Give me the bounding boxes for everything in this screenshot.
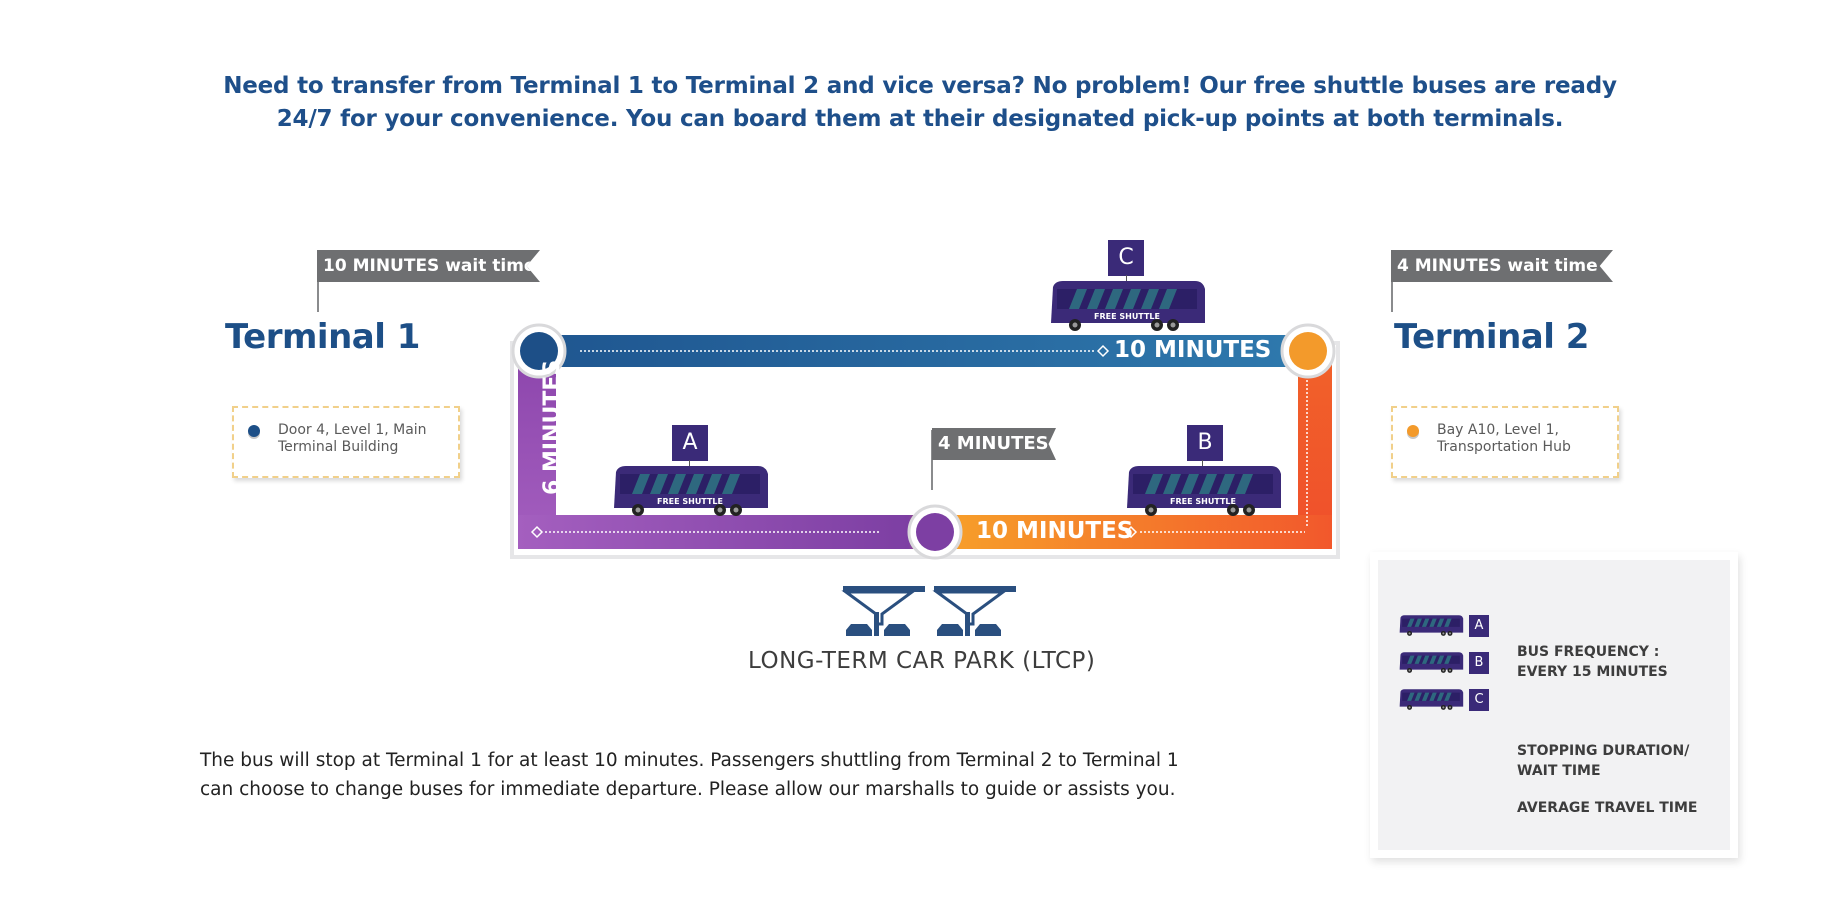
legend-frequency-line-1: BUS FREQUENCY : — [1517, 644, 1660, 660]
legend-stopping-line-2: WAIT TIME — [1517, 763, 1601, 779]
ltcp-wait-flag: 4 MINUTES — [932, 428, 1056, 460]
bus-a-badge: A — [672, 425, 708, 461]
route-top-time: 10 MINUTES — [1114, 337, 1272, 363]
legend-badge-c: C — [1469, 689, 1489, 711]
route-bottom-time: 10 MINUTES — [976, 518, 1134, 544]
bus-icon: FREE SHUTTLE — [614, 466, 768, 516]
svg-text:FREE SHUTTLE: FREE SHUTTLE — [1170, 497, 1236, 506]
shuttle-note: The bus will stop at Terminal 1 for at l… — [200, 746, 1179, 804]
location-dot-icon — [248, 425, 260, 437]
intro-line-1: Need to transfer from Terminal 1 to Term… — [223, 73, 1617, 99]
legend-bus-icon — [1398, 688, 1464, 716]
bus-icon: FREE SHUTTLE — [1127, 466, 1281, 516]
location-dot-icon — [1407, 425, 1419, 437]
legend-travel-time: AVERAGE TRAVEL TIME — [1517, 800, 1698, 816]
legend-frequency: BUS FREQUENCY : EVERY 15 MINUTES — [1517, 642, 1668, 682]
note-line-2: can choose to change buses for immediate… — [200, 779, 1176, 800]
bus-badge-connector — [1126, 275, 1128, 281]
terminal1-stop-icon — [520, 332, 558, 370]
bus-icon: FREE SHUTTLE — [1051, 281, 1205, 331]
bus-icon — [1399, 652, 1464, 673]
bus-badge-connector — [689, 460, 691, 466]
legend-stopping-line-1: STOPPING DURATION/ — [1517, 743, 1690, 759]
terminal2-title: Terminal 2 — [1394, 317, 1589, 357]
legend-bus-icon — [1398, 614, 1464, 642]
terminal2-wait-flag: 4 MINUTES wait time — [1391, 250, 1613, 282]
terminal2-location-line-1: Bay A10, Level 1, — [1437, 422, 1559, 438]
bus-icon — [1399, 615, 1464, 636]
car-park-icon — [841, 586, 1016, 636]
legend-frequency-line-2: EVERY 15 MINUTES — [1517, 664, 1668, 680]
bus-a: FREE SHUTTLE — [609, 460, 771, 524]
terminal1-location-line-1: Door 4, Level 1, Main — [278, 422, 427, 438]
terminal1-title: Terminal 1 — [225, 317, 420, 357]
bus-b-badge: B — [1187, 425, 1223, 461]
bus-c: FREE SHUTTLE — [1046, 275, 1208, 339]
bus-badge-connector — [1202, 460, 1204, 466]
svg-text:FREE SHUTTLE: FREE SHUTTLE — [1094, 312, 1160, 321]
diamond-marker-icon — [1124, 525, 1138, 539]
intro-text: Need to transfer from Terminal 1 to Term… — [0, 70, 1840, 136]
terminal2-location-box: Bay A10, Level 1, Transportation Hub — [1391, 406, 1619, 478]
intro-line-2: 24/7 for your convenience. You can board… — [276, 106, 1564, 132]
car-park-label: LONG-TERM CAR PARK (LTCP) — [748, 648, 1096, 674]
diamond-marker-icon — [1096, 344, 1110, 358]
note-line-1: The bus will stop at Terminal 1 for at l… — [200, 750, 1179, 771]
legend-stopping: STOPPING DURATION/ WAIT TIME — [1517, 741, 1689, 781]
ltcp-stop-icon — [916, 513, 954, 551]
bus-b: FREE SHUTTLE — [1122, 460, 1284, 524]
route-left-time: 6 MINUTES — [540, 359, 565, 495]
terminal2-location-line-2: Transportation Hub — [1437, 439, 1571, 455]
bus-c-badge: C — [1108, 240, 1144, 276]
legend-badge-b: B — [1469, 652, 1489, 674]
svg-text:FREE SHUTTLE: FREE SHUTTLE — [657, 497, 723, 506]
legend-bus-icon — [1398, 651, 1464, 679]
terminal1-location-line-2: Terminal Building — [278, 439, 399, 455]
terminal1-location-box: Door 4, Level 1, Main Terminal Building — [232, 406, 460, 478]
legend-badge-a: A — [1469, 615, 1489, 637]
terminal2-stop-icon — [1289, 332, 1327, 370]
diamond-marker-icon — [530, 525, 544, 539]
bus-icon — [1399, 689, 1464, 710]
terminal1-wait-flag: 10 MINUTES wait time — [317, 250, 540, 282]
